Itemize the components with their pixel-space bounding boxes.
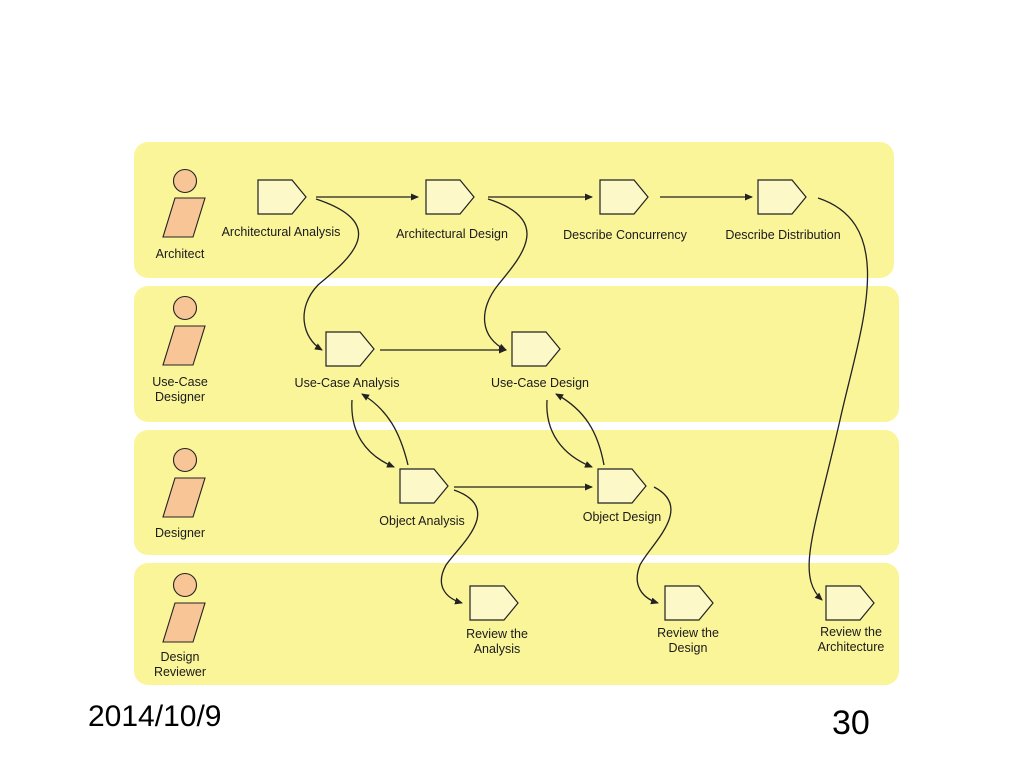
actor-body (162, 197, 206, 238)
activity-icon (399, 468, 449, 504)
activity-oa[interactable]: Object Analysis (379, 468, 465, 528)
actor-architect: Architect (156, 168, 206, 261)
flow-arrow (361, 393, 409, 466)
activity-icon (599, 179, 649, 215)
activity-icon (757, 179, 807, 215)
flow-arrow (440, 489, 479, 605)
activity-icon (325, 331, 375, 367)
flow-arrow (303, 198, 360, 351)
flow-arrow (351, 399, 395, 468)
activity-aa[interactable]: Architectural Analysis (222, 179, 341, 239)
activity-icon (257, 179, 307, 215)
activity-icon (511, 331, 561, 367)
activity-dc[interactable]: Describe Concurrency (563, 179, 688, 242)
activity-icon (469, 585, 519, 621)
activity-icon (664, 585, 714, 621)
activity-label: Object Analysis (379, 514, 464, 528)
activity-label: Use-Case Analysis (295, 376, 400, 390)
actor-label: Architect (156, 247, 205, 261)
actor-body (162, 602, 206, 643)
actor-body (162, 325, 206, 366)
activity-label: Architectural Design (396, 227, 508, 241)
actor-designer: Designer (155, 447, 206, 540)
activity-ad[interactable]: Architectural Design (396, 179, 508, 241)
activity-icon (825, 585, 875, 621)
activity-ucd[interactable]: Use-Case Design (491, 331, 589, 390)
slide-page-number: 30 (832, 704, 870, 742)
flow-arrow (484, 198, 528, 351)
activity-label: Use-Case Design (491, 376, 589, 390)
actor-head (172, 447, 198, 473)
activity-uca[interactable]: Use-Case Analysis (295, 331, 400, 390)
actor-head (172, 295, 198, 321)
flow-arrow (636, 486, 672, 605)
swimlane-design-reviewer (134, 563, 899, 685)
slide-date: 2014/10/9 (88, 700, 222, 733)
activity-od[interactable]: Object Design (583, 468, 662, 524)
actor-body (162, 477, 206, 518)
activity-dd[interactable]: Describe Distribution (725, 179, 841, 242)
activity-label: Describe Concurrency (563, 228, 687, 242)
activity-icon (425, 179, 475, 215)
flow-arrow (555, 393, 605, 466)
swimlane-architect (134, 142, 894, 278)
activity-icon (597, 468, 647, 504)
flow-arrow (808, 197, 869, 601)
actor-head (172, 168, 198, 194)
actor-label: Designer (155, 526, 205, 540)
actor-head (172, 572, 198, 598)
activity-label: Object Design (583, 510, 662, 524)
activity-label: Describe Distribution (725, 228, 840, 242)
activity-label: Architectural Analysis (222, 225, 341, 239)
flow-arrow (546, 399, 593, 468)
swimlane-designer (134, 430, 899, 555)
